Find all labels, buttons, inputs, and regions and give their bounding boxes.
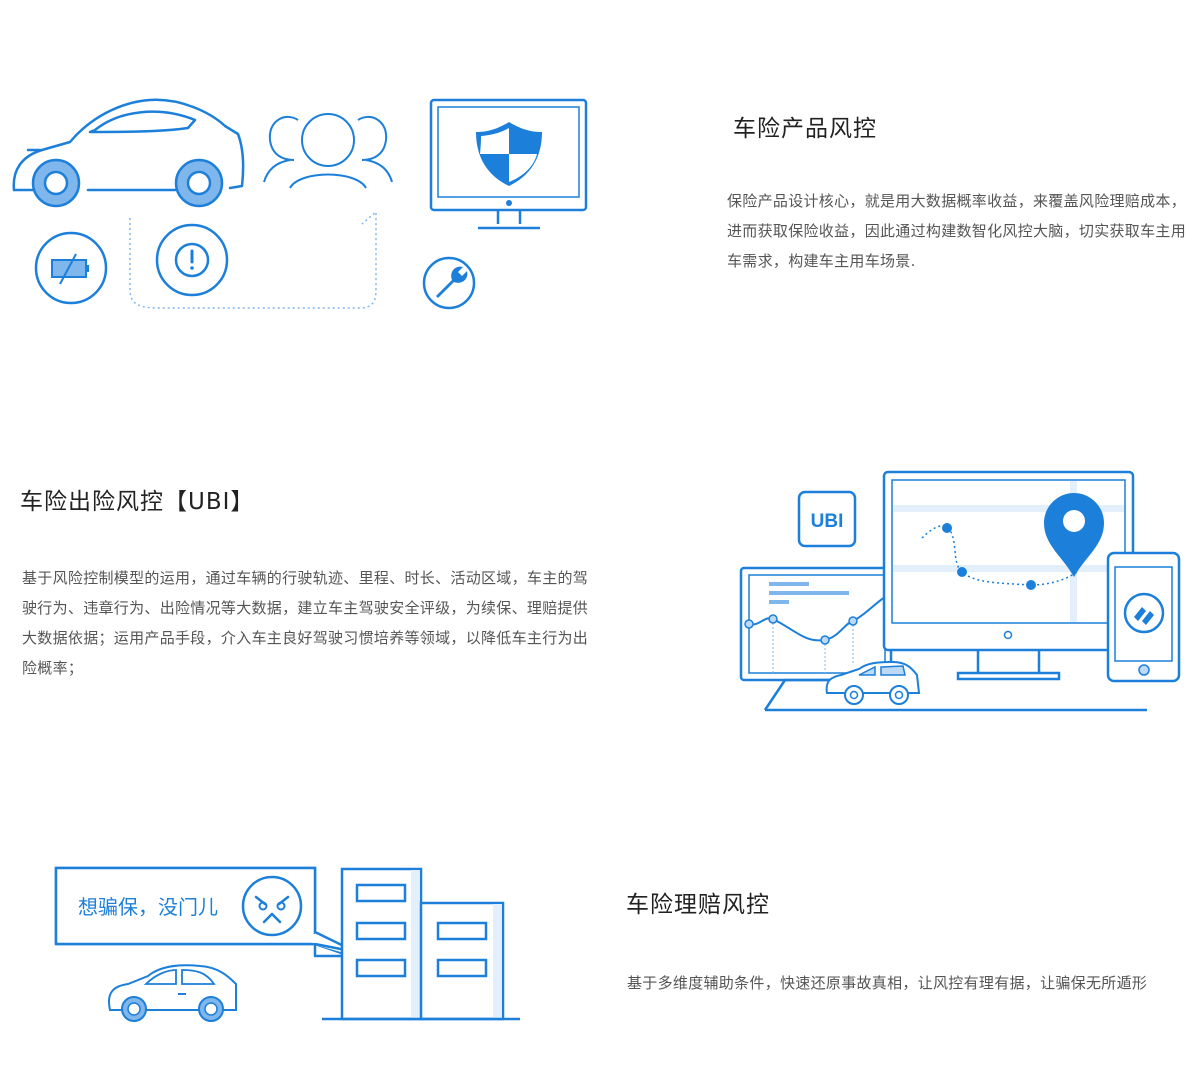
warning-icon <box>155 223 229 297</box>
section-description: 保险产品设计核心，就是用大数据概率收益，来覆盖风险理赔成本，进而获取保险收益，因… <box>727 192 1187 270</box>
section-title: 车险产品风控 <box>733 116 877 142</box>
dotted-path <box>129 210 377 309</box>
car-icon <box>12 98 245 192</box>
fraud-bubble-text: 想骗保，没门儿 <box>78 896 218 919</box>
section-title: 车险理赔风控 <box>626 892 770 918</box>
section-ubi-risk: 车险出险风控【UBI】 基于风险控制模型的运用，通过车辆的行驶轨迹、里程、时长、… <box>0 440 1200 740</box>
car-icon <box>108 964 237 1022</box>
shield-monitor-icon <box>429 98 588 230</box>
section-title: 车险出险风控【UBI】 <box>20 489 255 515</box>
car-icon <box>825 660 921 705</box>
building-icon <box>322 867 520 1021</box>
battery-icon <box>34 231 108 305</box>
location-pin-icon <box>1044 493 1104 577</box>
section-claims-risk: 想骗保，没门儿 <box>0 840 1200 1086</box>
product-risk-illustration <box>12 98 588 310</box>
phone-icon <box>1106 551 1181 683</box>
section-product-risk: 车险产品风控 保险产品设计核心，就是用大数据概率收益，来覆盖风险理赔成本，进而获… <box>0 0 1200 340</box>
map-monitor-icon <box>882 470 1135 681</box>
ubi-illustration: UBI <box>739 470 1181 712</box>
wrench-icon <box>422 256 476 310</box>
ubi-badge-label: UBI <box>811 511 844 532</box>
ubi-badge-icon: UBI <box>797 490 857 548</box>
people-icon <box>263 113 393 189</box>
angry-face-icon <box>241 875 303 937</box>
section-description: 基于风险控制模型的运用，通过车辆的行驶轨迹、里程、时长、活动区域，车主的驾驶行为… <box>22 569 589 677</box>
claims-illustration: 想骗保，没门儿 <box>54 866 520 1022</box>
speech-bubble: 想骗保，没门儿 <box>54 866 358 958</box>
section-description: 基于多维度辅助条件，快速还原事故真相，让风控有理有据，让骗保无所遁形 <box>627 974 1148 992</box>
